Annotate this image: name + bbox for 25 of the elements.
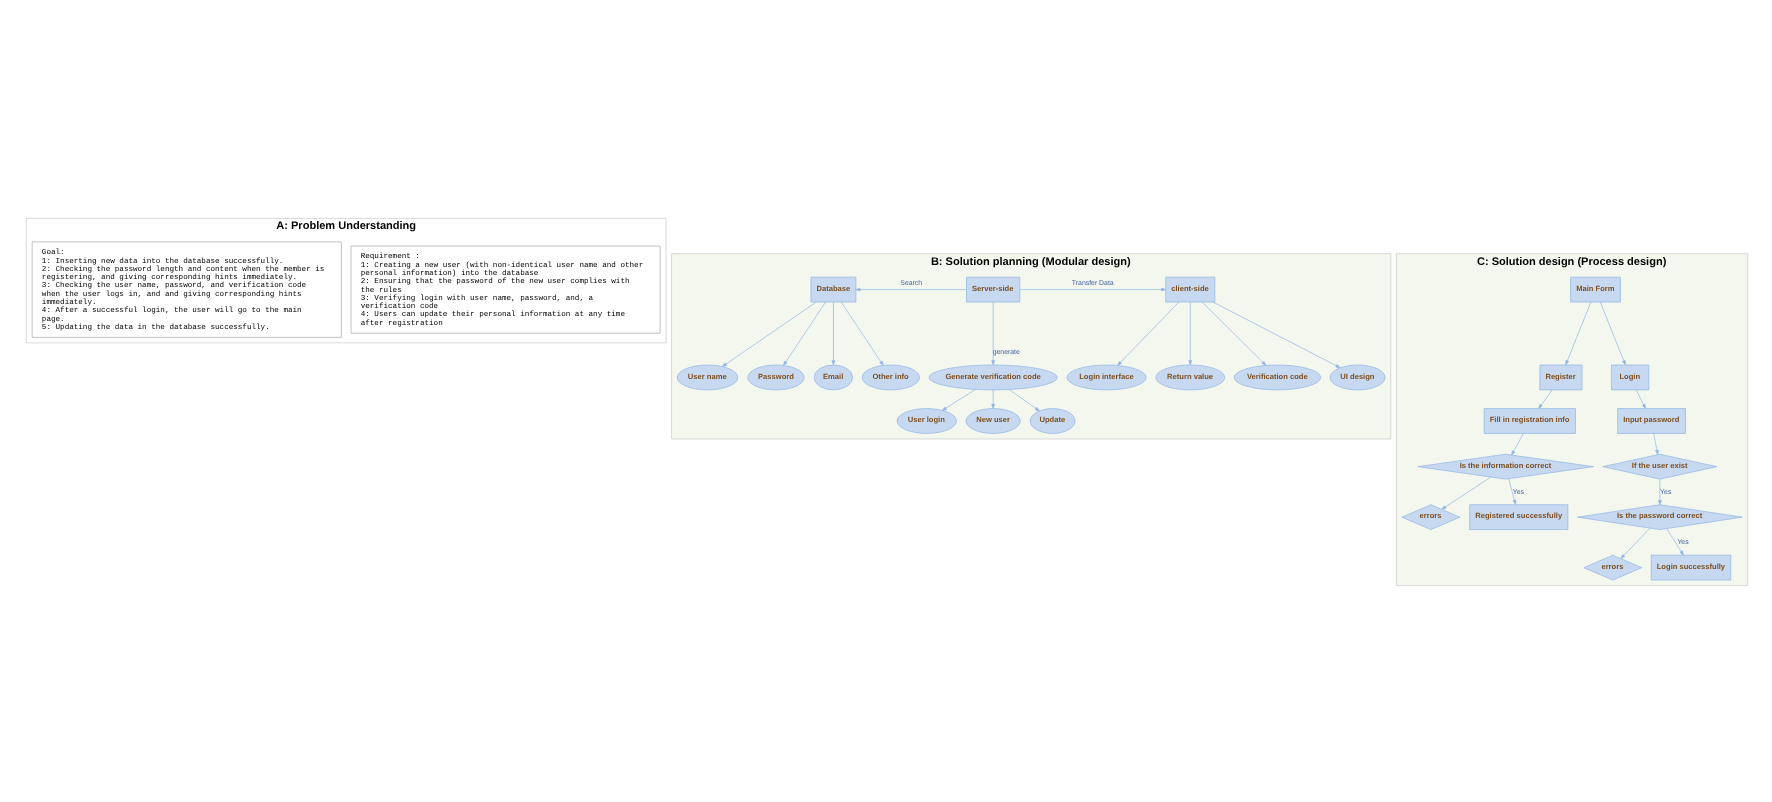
arrow: [1510, 432, 1523, 455]
arrow: [990, 388, 994, 408]
arrow: [941, 388, 975, 410]
arrow: [990, 300, 994, 365]
arrow: [1634, 388, 1645, 408]
arrow: [1657, 477, 1661, 505]
arrow: [721, 300, 816, 366]
arrow: [1564, 300, 1591, 365]
arrow: [854, 286, 966, 291]
arrow: [1211, 300, 1340, 368]
arrow: [1537, 388, 1552, 408]
arrow: [839, 300, 883, 365]
arrow: [1440, 475, 1491, 509]
arrow: [1200, 300, 1266, 365]
arrow: [1507, 477, 1516, 504]
arrow: [1116, 300, 1179, 365]
arrow: [1598, 300, 1625, 365]
arrow: [1619, 526, 1650, 558]
arrow: [830, 300, 835, 365]
arrow: [782, 300, 825, 365]
arrow: [1187, 300, 1192, 365]
arrow: [1008, 388, 1039, 411]
arrow: [1652, 432, 1658, 454]
arrow: [1665, 527, 1683, 555]
arrow: [1018, 286, 1166, 291]
